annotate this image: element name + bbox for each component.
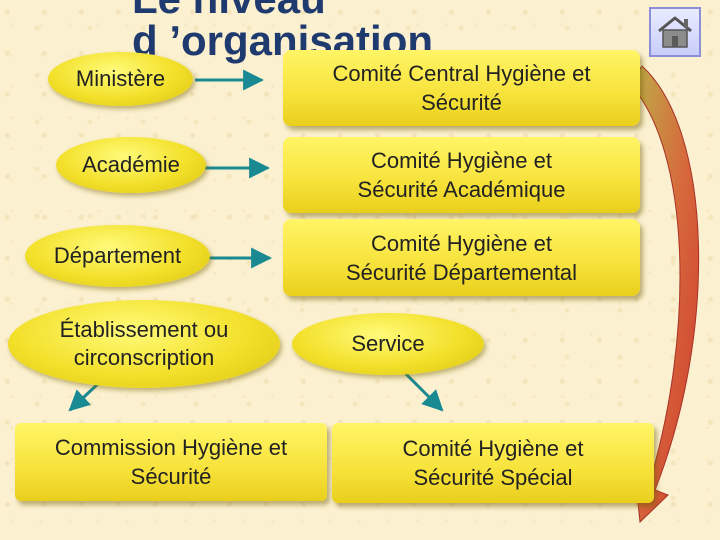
level-departement-label: Département: [53, 243, 182, 268]
arrow-etablissement: [68, 380, 102, 412]
committee-departemental-label: Comité Hygiène et Sécurité Départemental: [345, 230, 578, 285]
committee-special: Comité Hygiène et Sécurité Spécial: [332, 423, 654, 503]
committee-special-label: Comité Hygiène et Sécurité Spécial: [402, 436, 584, 490]
committee-commission: Commission Hygiène et Sécurité: [15, 423, 327, 501]
home-icon: [658, 16, 692, 48]
level-etablissement: Établissement ou circonscription: [8, 300, 280, 388]
curved-return-arrow: [629, 65, 700, 524]
level-academie: Académie: [56, 137, 206, 193]
level-departement: Département: [25, 225, 210, 287]
committee-academique: Comité Hygiène et Sécurité Académique: [283, 137, 640, 213]
level-academie-label: Académie: [82, 152, 180, 177]
title-line-1: Le niveau: [132, 0, 433, 20]
committee-central-label: Comité Central Hygiène et Sécurité: [332, 61, 591, 115]
level-service: Service: [292, 313, 484, 375]
home-button[interactable]: [649, 7, 701, 57]
level-ministere-label: Ministère: [75, 66, 166, 91]
level-etablissement-label: Établissement ou circonscription: [59, 317, 229, 370]
arrow-service: [398, 366, 444, 412]
level-service-label: Service: [351, 331, 425, 356]
level-ministere: Ministère: [48, 52, 193, 106]
committee-departemental: Comité Hygiène et Sécurité Départemental: [283, 219, 640, 296]
committee-commission-label: Commission Hygiène et Sécurité: [54, 435, 288, 489]
committee-academique-label: Comité Hygiène et Sécurité Académique: [357, 148, 566, 202]
committee-central: Comité Central Hygiène et Sécurité: [283, 50, 640, 126]
